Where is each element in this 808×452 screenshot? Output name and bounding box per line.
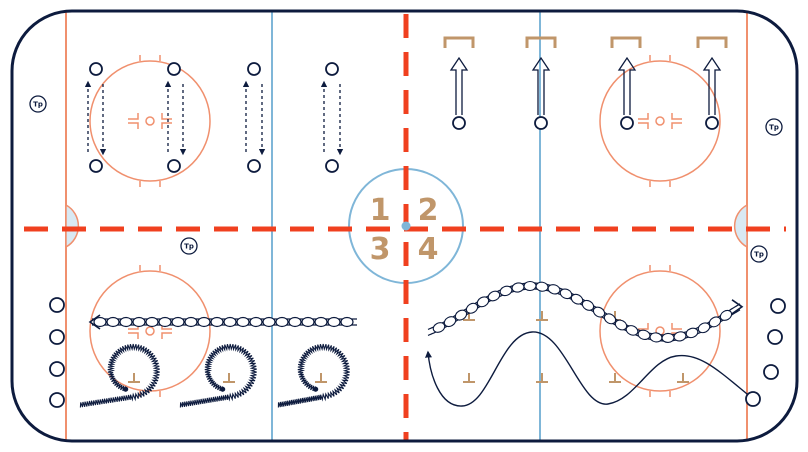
chain-link [661, 332, 675, 343]
rink-boards [10, 9, 799, 443]
puck-spiral [79, 343, 160, 408]
player-circle-icon [49, 297, 65, 408]
chain-link [262, 316, 276, 328]
faceoff-circle-top-right [599, 55, 721, 187]
spiral-arrow-tip [220, 386, 226, 392]
chain-link [625, 325, 639, 336]
chain-link [547, 284, 561, 295]
coach-tag: Tp [33, 101, 43, 109]
chain-link [106, 316, 120, 328]
chain-link [119, 316, 133, 328]
coach-tag: Tp [769, 124, 779, 132]
net-bracket-icon [443, 36, 728, 48]
zone-label-4: 4 [418, 232, 439, 267]
chain-link [685, 327, 699, 339]
coach-tp-icon: Tp Tp Tp Tp [29, 95, 783, 263]
chain-link [171, 316, 185, 328]
chain-link [158, 316, 172, 328]
faceoff-circle-bottom-left [89, 265, 211, 397]
chain-link [708, 316, 722, 328]
zone4-skate-wave-path [425, 331, 753, 407]
spiral-arrow-tip [313, 386, 319, 392]
chain-link [132, 316, 146, 328]
zone4-chain-skate-wave [427, 280, 744, 343]
chain-arrowhead [88, 314, 101, 330]
chain-link [340, 316, 354, 328]
center-dot [401, 221, 411, 231]
coach-tag: Tp [754, 251, 764, 259]
chain-arrowhead [731, 299, 744, 315]
chain-link [301, 316, 315, 328]
zone2-skating-arrows [449, 56, 722, 115]
chain-link [570, 293, 584, 305]
chain-link [314, 316, 328, 328]
chain-link [581, 299, 595, 311]
chain-link [603, 313, 617, 325]
goal-crease-right [733, 203, 748, 249]
chain-link [275, 316, 289, 328]
zone-label-2: 2 [418, 193, 439, 228]
chain-link [443, 316, 457, 328]
spiral-arrow-tip [123, 386, 129, 392]
puck-spiral [277, 343, 350, 408]
chain-link [223, 316, 237, 328]
player-circle-icon [452, 116, 719, 130]
chain-link [523, 280, 537, 292]
player-circle-icon [89, 62, 339, 173]
player-circle-icon [745, 298, 786, 407]
coach-tag: Tp [184, 243, 194, 251]
chain-link [288, 316, 302, 328]
zone-label-3: 3 [370, 232, 391, 267]
puck-spiral [179, 343, 257, 408]
chain-link [719, 309, 733, 321]
chain-link [249, 316, 263, 328]
chain-link [465, 302, 479, 314]
faceoff-circle-top-left [89, 55, 211, 187]
chain-link [197, 316, 211, 328]
zone3-chain-links [88, 314, 357, 330]
chain-link [327, 316, 341, 328]
chain-link [236, 316, 250, 328]
chain-link [145, 316, 159, 328]
chain-link [210, 316, 224, 328]
zone3-puck-handling-spirals [79, 343, 350, 408]
chain-link [184, 316, 198, 328]
chain-link [487, 290, 501, 302]
chain-link [454, 309, 468, 321]
chain-link [93, 316, 107, 328]
chain-link [592, 306, 606, 318]
zone-label-1: 1 [370, 193, 391, 228]
